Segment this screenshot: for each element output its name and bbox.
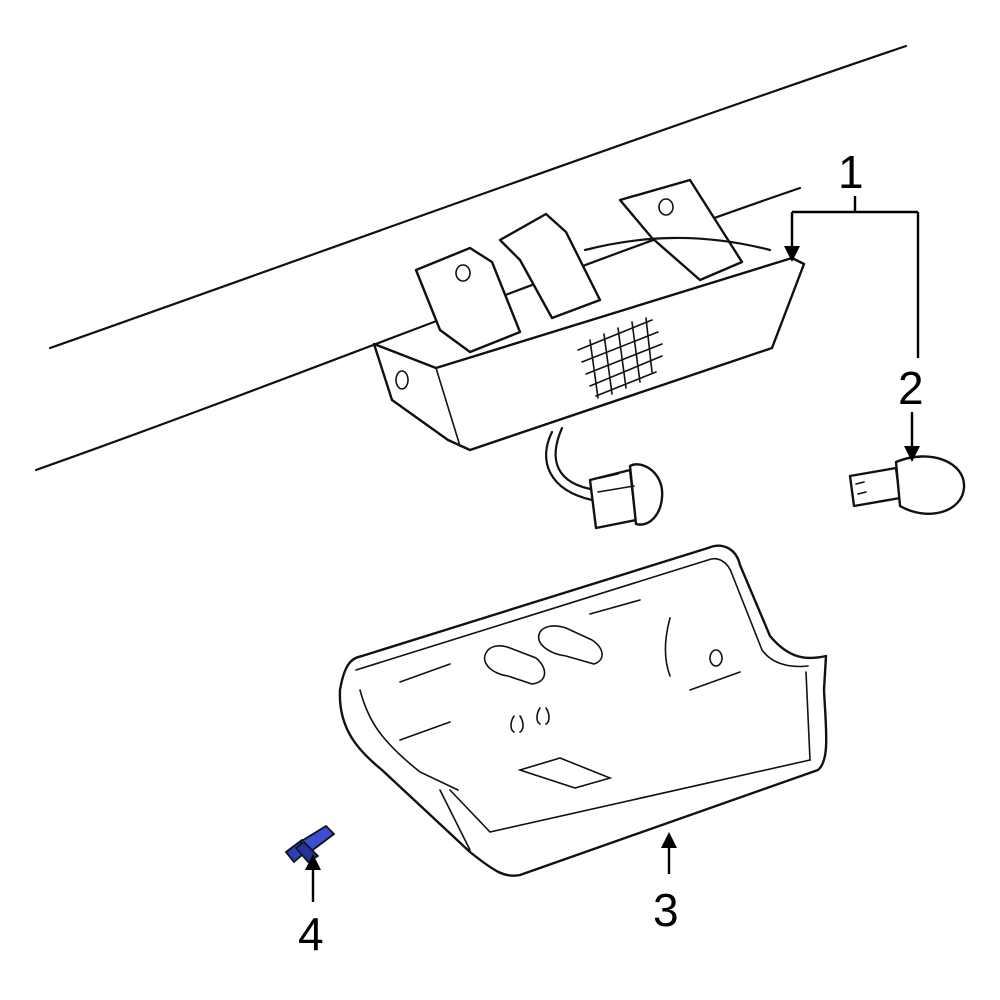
callout-2: 2 <box>898 362 924 414</box>
callout-3: 3 <box>653 884 679 936</box>
bulb <box>848 455 966 515</box>
callout-4: 4 <box>298 908 324 960</box>
lamp-cover <box>338 544 828 877</box>
leader-lines <box>305 196 920 902</box>
callout-1: 1 <box>838 146 864 198</box>
retaining-clip <box>284 824 336 864</box>
stop-lamp-assembly <box>372 178 806 530</box>
lens-grid <box>577 317 663 399</box>
